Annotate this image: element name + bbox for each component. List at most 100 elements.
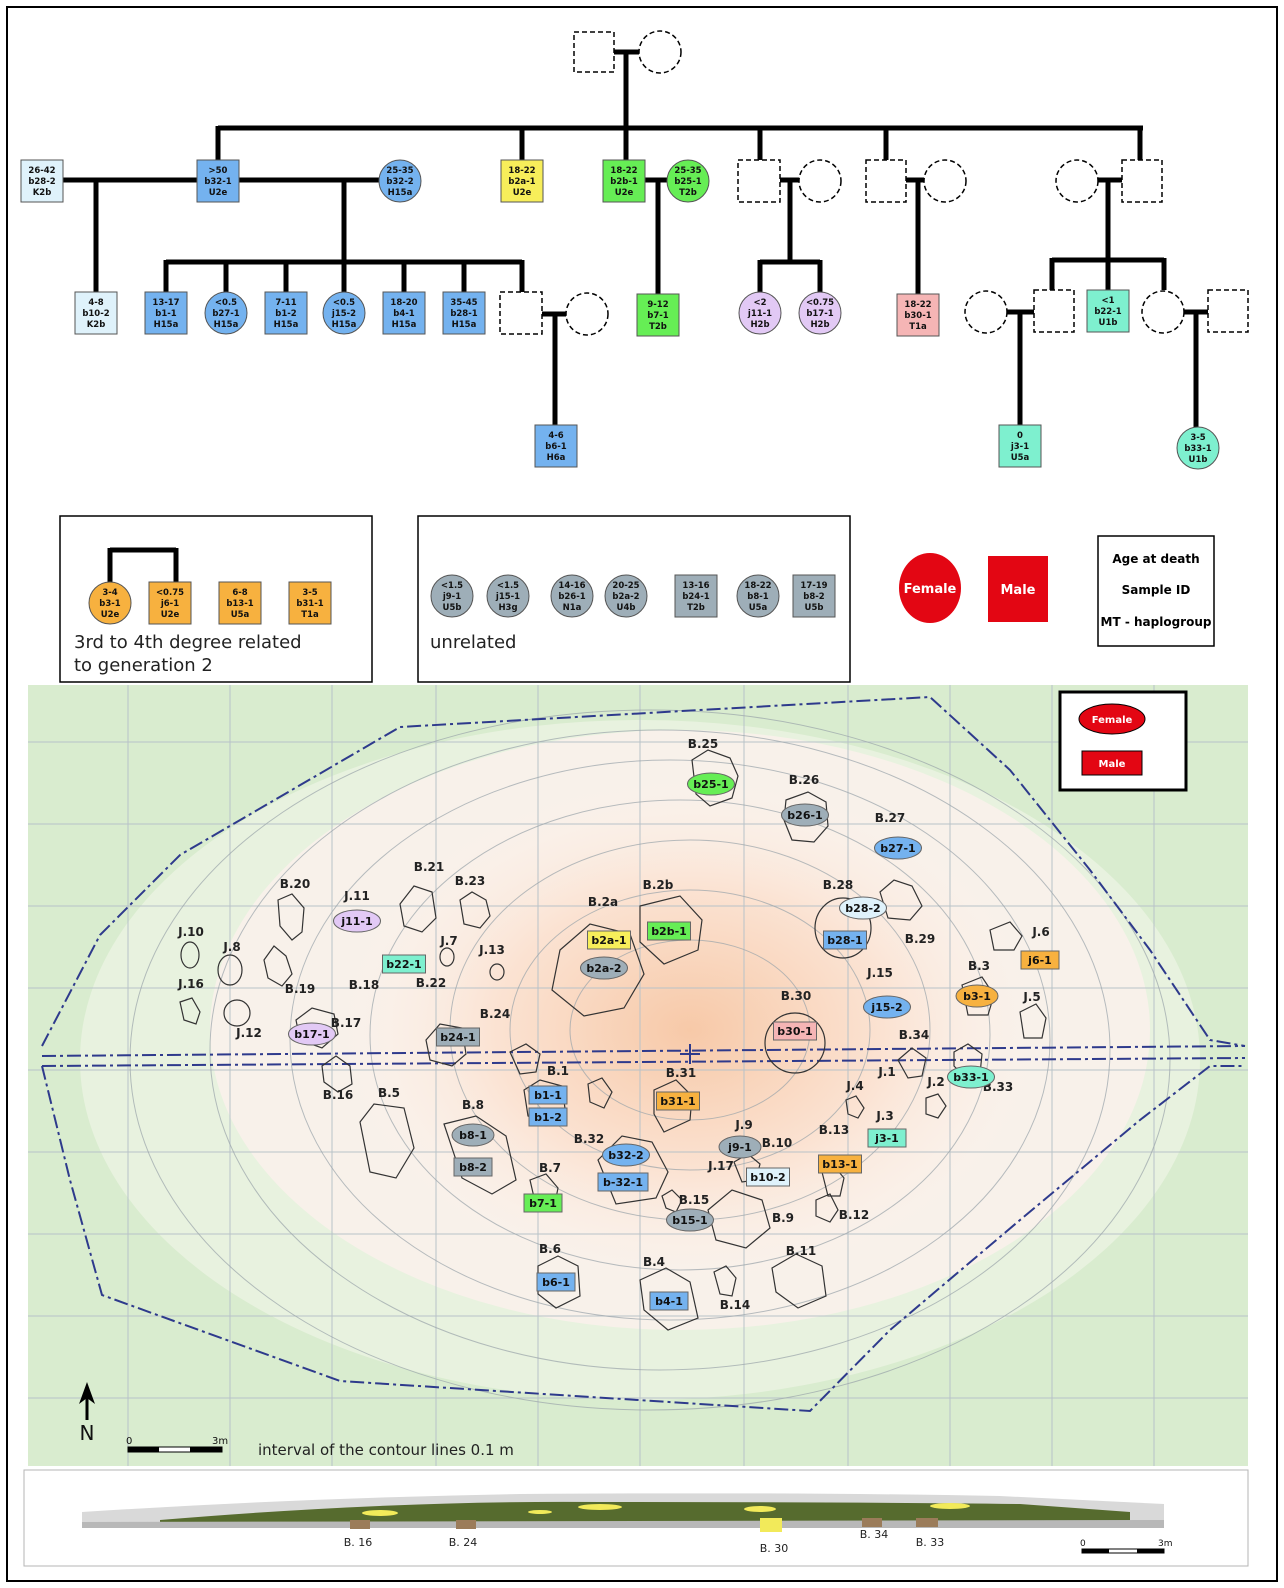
map-sample-j9-1-ellipse — [718, 1135, 762, 1159]
legend-key-box — [1097, 535, 1215, 647]
grave-label-j7: J.7 — [439, 934, 457, 948]
map-sample-b22-1: b22-1 — [382, 954, 426, 974]
pedigree-tree: 26-42b28-2K2b>50b32-1U2e25-35b32-2H15a18… — [20, 30, 1249, 470]
section-label-b33: B. 33 — [916, 1536, 945, 1549]
pedigree-j15-2-circle — [322, 291, 366, 335]
map-sample-b2b-1: b2b-1 — [647, 921, 691, 941]
grave-label-j6: J.6 — [1031, 925, 1049, 939]
pedigree-j11-1-text-haplogroup: H2b — [750, 320, 769, 330]
related-b31-1-text-sample: b31-1 — [296, 599, 323, 609]
site-map: Female Male B.1B.2aB.2bB.3B.4B.5B.6B.7B.… — [28, 685, 1248, 1466]
map-sample-b28-2-label: b28-2 — [845, 902, 880, 915]
map-sample-b8-2-label: b8-2 — [459, 1161, 487, 1174]
unrelated-j15-1-circle — [486, 574, 530, 618]
unrelated-j15-1-text-sample: j15-1 — [495, 592, 520, 602]
grave-label-b27: B.27 — [875, 811, 905, 825]
unrelated-j9-1-text-haplogroup: U5b — [443, 603, 462, 613]
pedigree-b10-2-text-haplogroup: K2b — [87, 320, 106, 330]
map-sample-b4-1-rect — [649, 1291, 689, 1311]
grave-label-b2a: B.2a — [588, 895, 618, 909]
grave-label-j1: J.1 — [877, 1065, 895, 1079]
grave-label-b2b: B.2b — [643, 878, 674, 892]
pedigree-b6-1-text-haplogroup: H6a — [547, 453, 566, 463]
pedigree-b7-1-text-age: 9-12 — [647, 300, 668, 310]
pedigree-b32-1-text-haplogroup: U2e — [209, 188, 228, 198]
pedigree-b30-1-text-sample: b30-1 — [904, 311, 931, 321]
map-sample-b26-1-ellipse — [781, 803, 829, 827]
pedigree-j15-2-text-sample: j15-2 — [331, 309, 356, 319]
map-sample-b4-1: b4-1 — [649, 1291, 689, 1311]
map-sample-b2b-1-rect — [647, 921, 691, 941]
grave-label-b3: B.3 — [968, 959, 990, 973]
unrelated-b8-2-text-age: 17-19 — [800, 581, 827, 591]
map-sample-b3-1: b3-1 — [955, 984, 999, 1008]
grave-label-j3: J.3 — [875, 1109, 893, 1123]
grave-label-j17: J.17 — [707, 1159, 734, 1173]
map-sample-b30-1: b30-1 — [773, 1021, 817, 1041]
map-scale-end: 3m — [212, 1436, 228, 1447]
pedigree-b33-1-circle — [1176, 426, 1220, 470]
pedigree-b1-2-text-haplogroup: H15a — [274, 320, 299, 330]
pedigree-b2b-1-square — [602, 159, 646, 203]
pedigree-b32-1-text-age: >50 — [209, 166, 228, 176]
pedigree-b22-1-square — [1086, 289, 1130, 333]
map-sample-b-32-1: b-32-1 — [597, 1172, 649, 1192]
pedigree-b28-1-square — [442, 291, 486, 335]
map-sample-j6-1: j6-1 — [1020, 950, 1060, 970]
map-sample-b2a-2-label: b2a-2 — [586, 962, 621, 975]
grave-label-b12: B.12 — [839, 1208, 869, 1222]
map-sample-j11-1-label: j11-1 — [340, 915, 372, 928]
grave-label-b10: B.10 — [762, 1136, 792, 1150]
pedigree-b27-1-text-age: <0.5 — [215, 298, 237, 308]
map-sample-b26-1-label: b26-1 — [787, 809, 822, 822]
pedigree-b10-2-text-sample: b10-2 — [82, 309, 109, 319]
pedigree-b10-2-square — [74, 291, 118, 335]
pedigree-b6-1-text-sample: b6-1 — [545, 442, 567, 452]
related-j6-1-text-haplogroup: U2e — [161, 610, 180, 620]
contour-note: interval of the contour lines 0.1 m — [258, 1441, 514, 1459]
map-scale-bar — [127, 1446, 223, 1453]
map-sample-b24-1-rect — [436, 1027, 480, 1047]
map-sample-j3-1-rect — [867, 1128, 907, 1148]
pedigree-b32-2-text-sample: b32-2 — [386, 177, 413, 187]
unrelated-j9-1-text-age: <1.5 — [441, 581, 463, 591]
figure-frame — [6, 6, 1278, 1582]
map-sample-b1-1-rect — [528, 1085, 568, 1105]
grave-label-b7: B.7 — [539, 1161, 561, 1175]
related-j6-1-text-sample: j6-1 — [160, 599, 179, 609]
section-label-b24: B. 24 — [449, 1536, 478, 1549]
pedigree-j3-1-text-sample: j3-1 — [1010, 442, 1029, 452]
pedigree-b1-2-text-sample: b1-2 — [275, 309, 297, 319]
map-sample-j15-2-ellipse — [863, 995, 911, 1019]
unrelated-b26-1-text-sample: b26-1 — [558, 592, 585, 602]
map-sample-b30-1-rect — [773, 1021, 817, 1041]
unrelated-b2a-2-text-haplogroup: U4b — [617, 603, 636, 613]
grave-label-b20: B.20 — [280, 877, 310, 891]
map-sample-b25-1: b25-1 — [687, 772, 735, 796]
grave-label-b17: B.17 — [331, 1016, 361, 1030]
map-sample-j6-1-label: j6-1 — [1027, 954, 1052, 967]
grave-label-b32: B.32 — [574, 1132, 604, 1146]
unrelated-b26-1-text-age: 14-16 — [558, 581, 585, 591]
map-sample-b17-1-label: b17-1 — [294, 1028, 329, 1041]
grave-label-b5: B.5 — [378, 1086, 400, 1100]
unrelated-j15-1-text-age: <1.5 — [497, 581, 519, 591]
map-sample-b33-1-label: b33-1 — [953, 1071, 988, 1084]
map-sample-b28-1-label: b28-1 — [827, 934, 862, 947]
pedigree-b4-1-square — [382, 291, 426, 335]
map-sample-b1-1-label: b1-1 — [534, 1089, 562, 1102]
grave-label-b26: B.26 — [789, 773, 819, 787]
pedigree-b1-1-text-haplogroup: H15a — [154, 320, 179, 330]
